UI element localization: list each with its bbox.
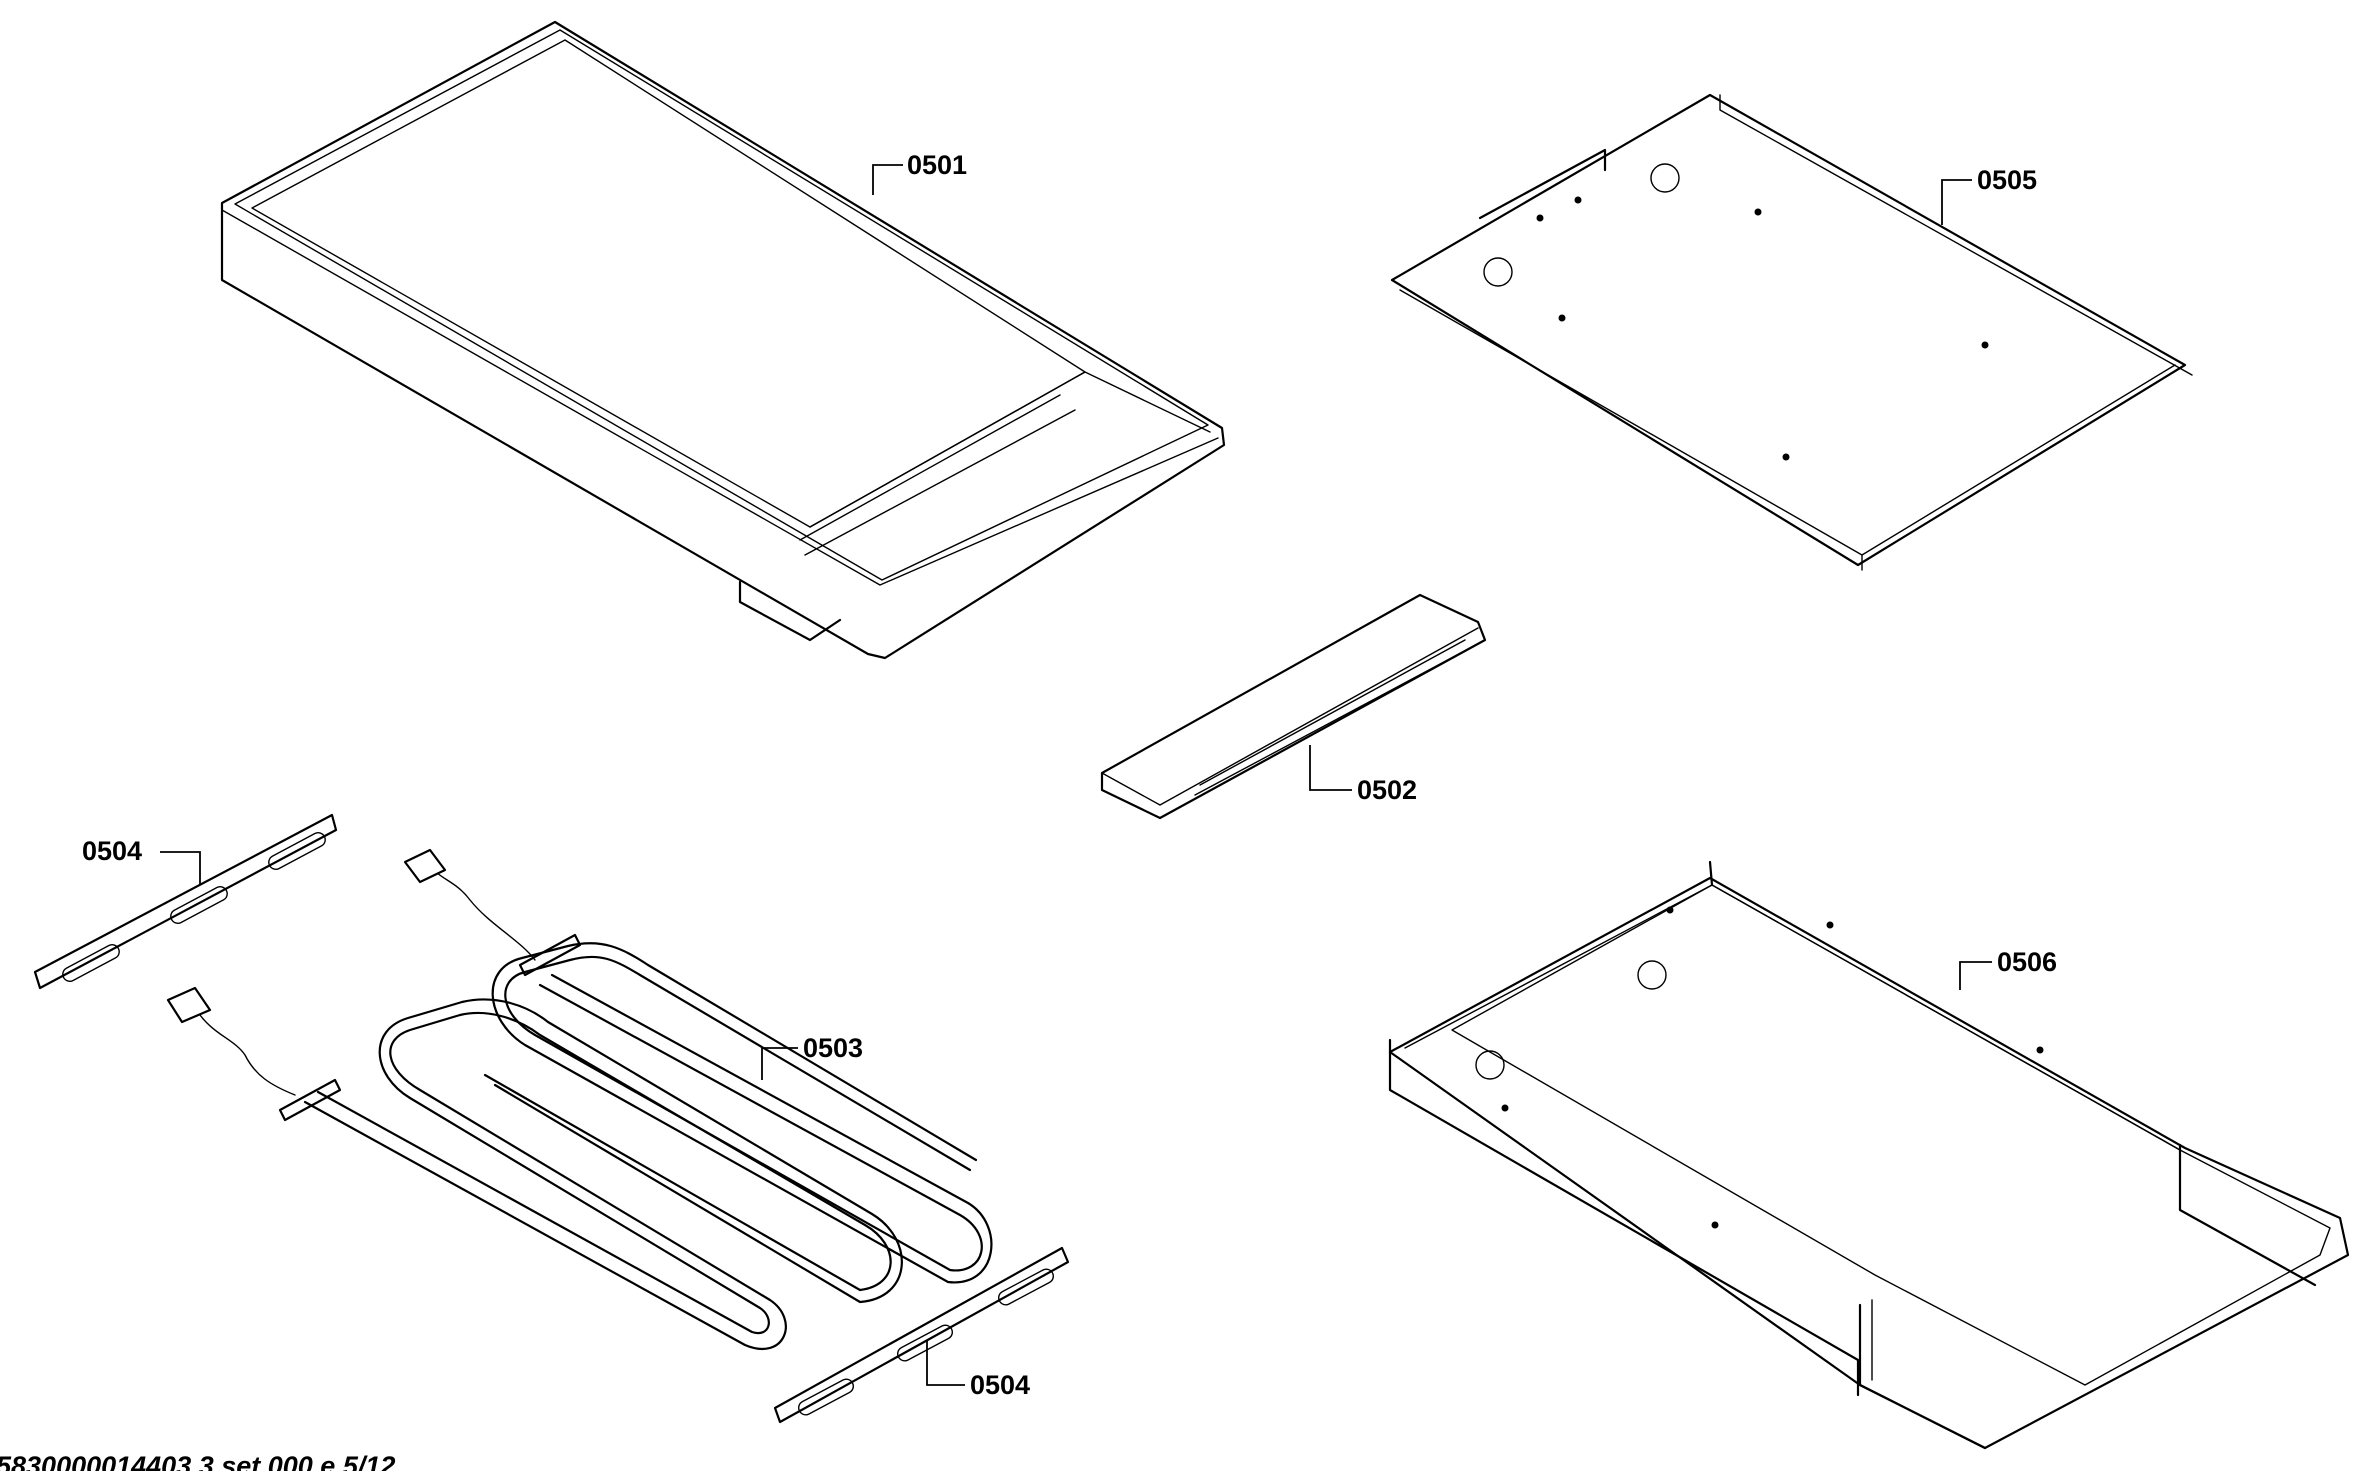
leader-0504-top <box>160 851 201 885</box>
leader-0506 <box>1959 961 1992 990</box>
part-0502-tray <box>1100 593 1487 820</box>
callout-0502: 0502 <box>1357 775 1418 805</box>
callout-0505: 0505 <box>1977 165 2038 195</box>
part-0505-bottom-plate <box>1390 93 2193 571</box>
footer-reference-text: 5830000014403 3 set 000 e 5/12 <box>0 1451 396 1471</box>
leader-0501 <box>872 164 903 195</box>
leader-0502 <box>1309 745 1352 791</box>
part-0501-griddle-pan <box>220 20 1226 660</box>
part-0506-base-cover <box>1388 860 2350 1450</box>
leader-0503 <box>761 1047 798 1080</box>
leader-0504-bottom <box>926 1340 965 1386</box>
part-0503-heating-elements <box>166 848 993 1351</box>
leader-0505 <box>1941 179 1972 225</box>
callout-0503: 0503 <box>803 1033 864 1063</box>
part-0504-clamp-strip-bottom <box>773 1246 1070 1424</box>
callout-0501: 0501 <box>907 150 968 180</box>
callout-0504-bottom: 0504 <box>970 1370 1031 1400</box>
callout-0504-top: 0504 <box>82 836 143 866</box>
callout-0506: 0506 <box>1997 947 2058 977</box>
part-0504-clamp-strip-top <box>33 813 338 990</box>
